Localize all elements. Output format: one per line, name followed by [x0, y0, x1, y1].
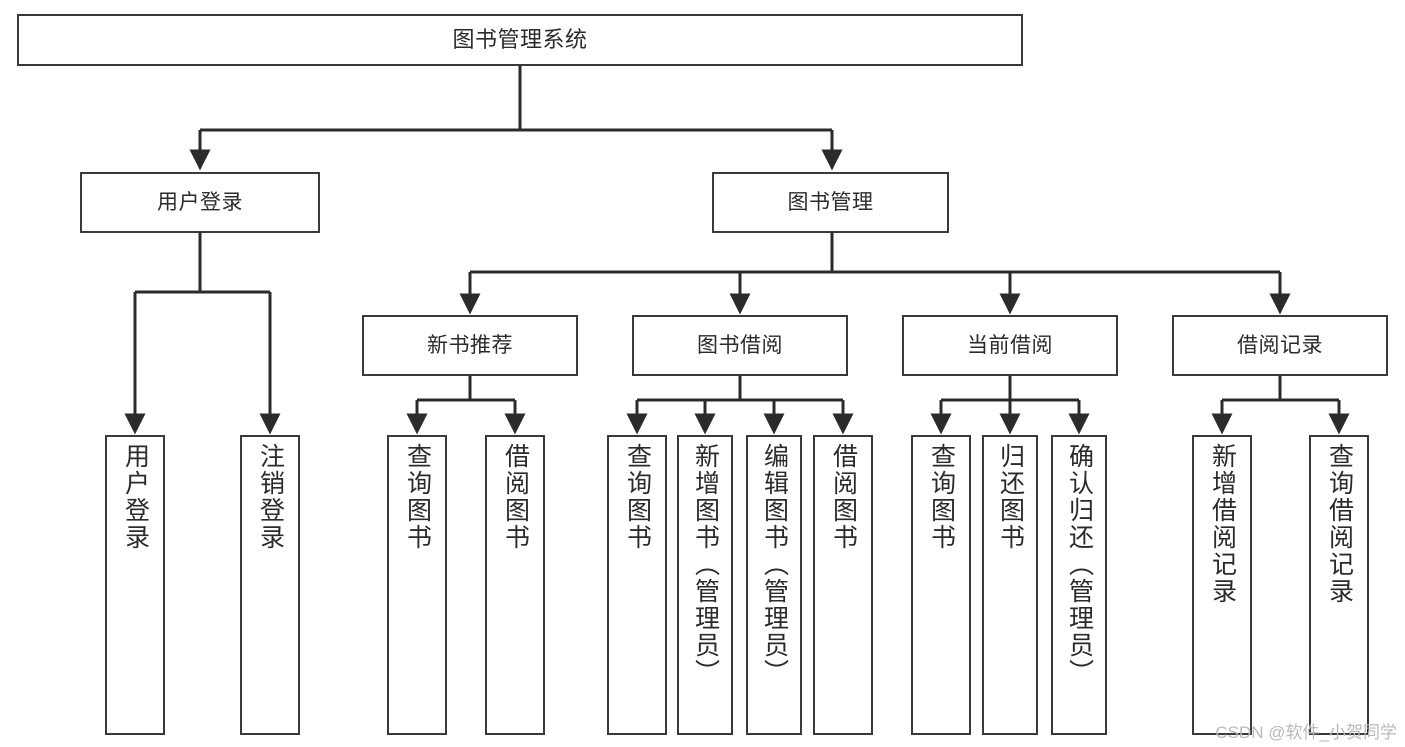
node-leaf-query-book-2[interactable]: 查询图书 — [607, 435, 667, 735]
node-leaf-logout-login-label: 注销登录 — [256, 443, 285, 551]
node-book-borrow-label: 图书借阅 — [697, 333, 783, 357]
node-book-management[interactable]: 图书管理 — [712, 172, 949, 233]
node-leaf-logout-login[interactable]: 注销登录 — [240, 435, 300, 735]
node-current-borrow-label: 当前借阅 — [967, 333, 1053, 357]
node-new-book-recommend-label: 新书推荐 — [427, 333, 513, 357]
node-leaf-query-book-2-label: 查询图书 — [623, 443, 652, 551]
node-leaf-query-book-1-label: 查询图书 — [403, 443, 432, 551]
node-leaf-confirm-return-label: 确认归还（管理员） — [1065, 443, 1094, 686]
node-leaf-borrow-book-1-label: 借阅图书 — [501, 443, 530, 551]
node-leaf-return-book[interactable]: 归还图书 — [982, 435, 1038, 735]
node-leaf-user-login[interactable]: 用户登录 — [105, 435, 165, 735]
node-user-login[interactable]: 用户登录 — [80, 172, 320, 233]
node-leaf-borrow-book-2[interactable]: 借阅图书 — [813, 435, 873, 735]
node-leaf-add-book-label: 新增图书（管理员） — [691, 443, 720, 686]
node-leaf-query-record[interactable]: 查询借阅记录 — [1309, 435, 1369, 735]
node-leaf-query-book-3[interactable]: 查询图书 — [911, 435, 971, 735]
node-leaf-query-record-label: 查询借阅记录 — [1325, 443, 1354, 605]
node-root-system-label: 图书管理系统 — [452, 26, 588, 52]
node-leaf-add-book[interactable]: 新增图书（管理员） — [677, 435, 733, 735]
node-new-book-recommend[interactable]: 新书推荐 — [362, 315, 578, 376]
node-leaf-edit-book-label: 编辑图书（管理员） — [760, 443, 789, 686]
node-current-borrow[interactable]: 当前借阅 — [902, 315, 1118, 376]
node-leaf-add-record[interactable]: 新增借阅记录 — [1192, 435, 1252, 735]
node-user-login-label: 用户登录 — [157, 190, 243, 214]
node-leaf-user-login-label: 用户登录 — [121, 443, 150, 551]
node-leaf-add-record-label: 新增借阅记录 — [1208, 443, 1237, 605]
csdn-watermark: CSDN @软件_小贺同学 — [1215, 723, 1397, 742]
node-book-management-label: 图书管理 — [787, 190, 874, 214]
node-leaf-query-book-1[interactable]: 查询图书 — [387, 435, 447, 735]
node-root-system[interactable]: 图书管理系统 — [17, 14, 1023, 66]
node-leaf-confirm-return[interactable]: 确认归还（管理员） — [1051, 435, 1107, 735]
node-borrow-record[interactable]: 借阅记录 — [1172, 315, 1388, 376]
node-leaf-return-book-label: 归还图书 — [996, 443, 1025, 551]
node-borrow-record-label: 借阅记录 — [1237, 333, 1323, 357]
node-leaf-borrow-book-2-label: 借阅图书 — [829, 443, 858, 551]
node-book-borrow[interactable]: 图书借阅 — [632, 315, 848, 376]
node-leaf-edit-book[interactable]: 编辑图书（管理员） — [746, 435, 802, 735]
node-leaf-query-book-3-label: 查询图书 — [927, 443, 956, 551]
node-leaf-borrow-book-1[interactable]: 借阅图书 — [485, 435, 545, 735]
